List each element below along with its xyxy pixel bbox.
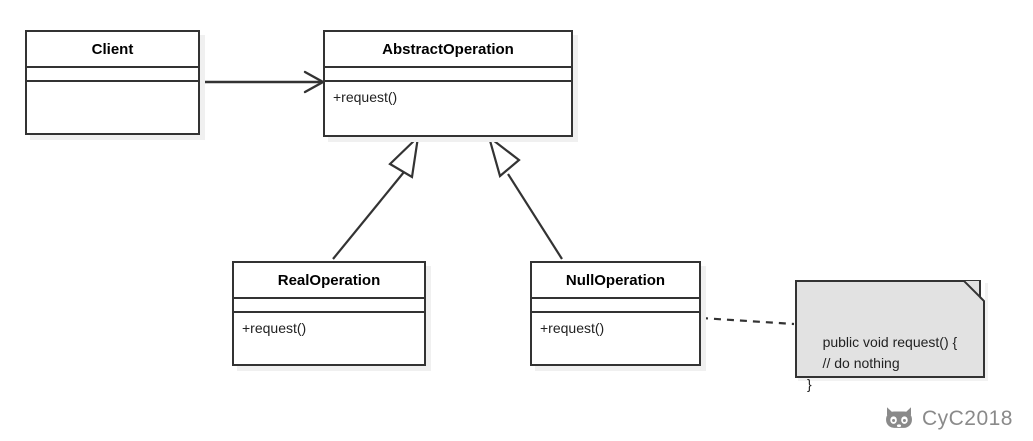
association-client-abstractoperation xyxy=(200,70,326,94)
operations-compartment-abstractoperation: +request() xyxy=(325,82,571,135)
compartment-divider xyxy=(532,311,699,313)
generalization-nulloperation-abstractoperation xyxy=(487,134,563,260)
watermark-label: CyC2018 xyxy=(921,406,1013,430)
operation-request: +request() xyxy=(242,320,307,336)
compartment-divider xyxy=(234,297,424,299)
note-fold-corner-icon xyxy=(963,280,985,302)
compartment-divider xyxy=(27,80,198,82)
operation-request: +request() xyxy=(333,89,398,105)
uml-note-nulloperation[interactable]: public void request() { // do nothing } xyxy=(795,280,985,392)
uml-class-client[interactable]: Client xyxy=(25,30,200,135)
attributes-compartment-client xyxy=(27,68,198,80)
class-name-realoperation: RealOperation xyxy=(277,272,381,289)
github-octocat-icon xyxy=(886,407,912,428)
compartment-divider xyxy=(325,80,571,82)
attributes-compartment-abstractoperation xyxy=(325,68,571,80)
uml-class-realoperation[interactable]: RealOperation +request() xyxy=(232,261,426,366)
note-text: public void request() { // do nothing } xyxy=(807,334,958,392)
compartment-divider xyxy=(532,297,699,299)
note-link-nulloperation xyxy=(700,316,795,326)
generalization-realoperation-abstractoperation xyxy=(332,133,420,260)
class-name-abstractoperation: AbstractOperation xyxy=(382,41,514,58)
compartment-divider xyxy=(27,66,198,68)
operations-compartment-nulloperation: +request() xyxy=(532,313,699,364)
uml-class-nulloperation[interactable]: NullOperation +request() xyxy=(530,261,701,366)
compartment-divider xyxy=(325,66,571,68)
operations-compartment-realoperation: +request() xyxy=(234,313,424,364)
attributes-compartment-realoperation xyxy=(234,299,424,311)
class-name-client: Client xyxy=(91,41,134,58)
attributes-compartment-nulloperation xyxy=(532,299,699,311)
uml-class-abstractoperation[interactable]: AbstractOperation +request() xyxy=(323,30,573,137)
operation-request: +request() xyxy=(540,320,605,336)
class-name-nulloperation: NullOperation xyxy=(565,272,666,289)
watermark: CyC2018 xyxy=(884,403,1013,433)
compartment-divider xyxy=(234,311,424,313)
operations-compartment-client xyxy=(27,82,198,133)
